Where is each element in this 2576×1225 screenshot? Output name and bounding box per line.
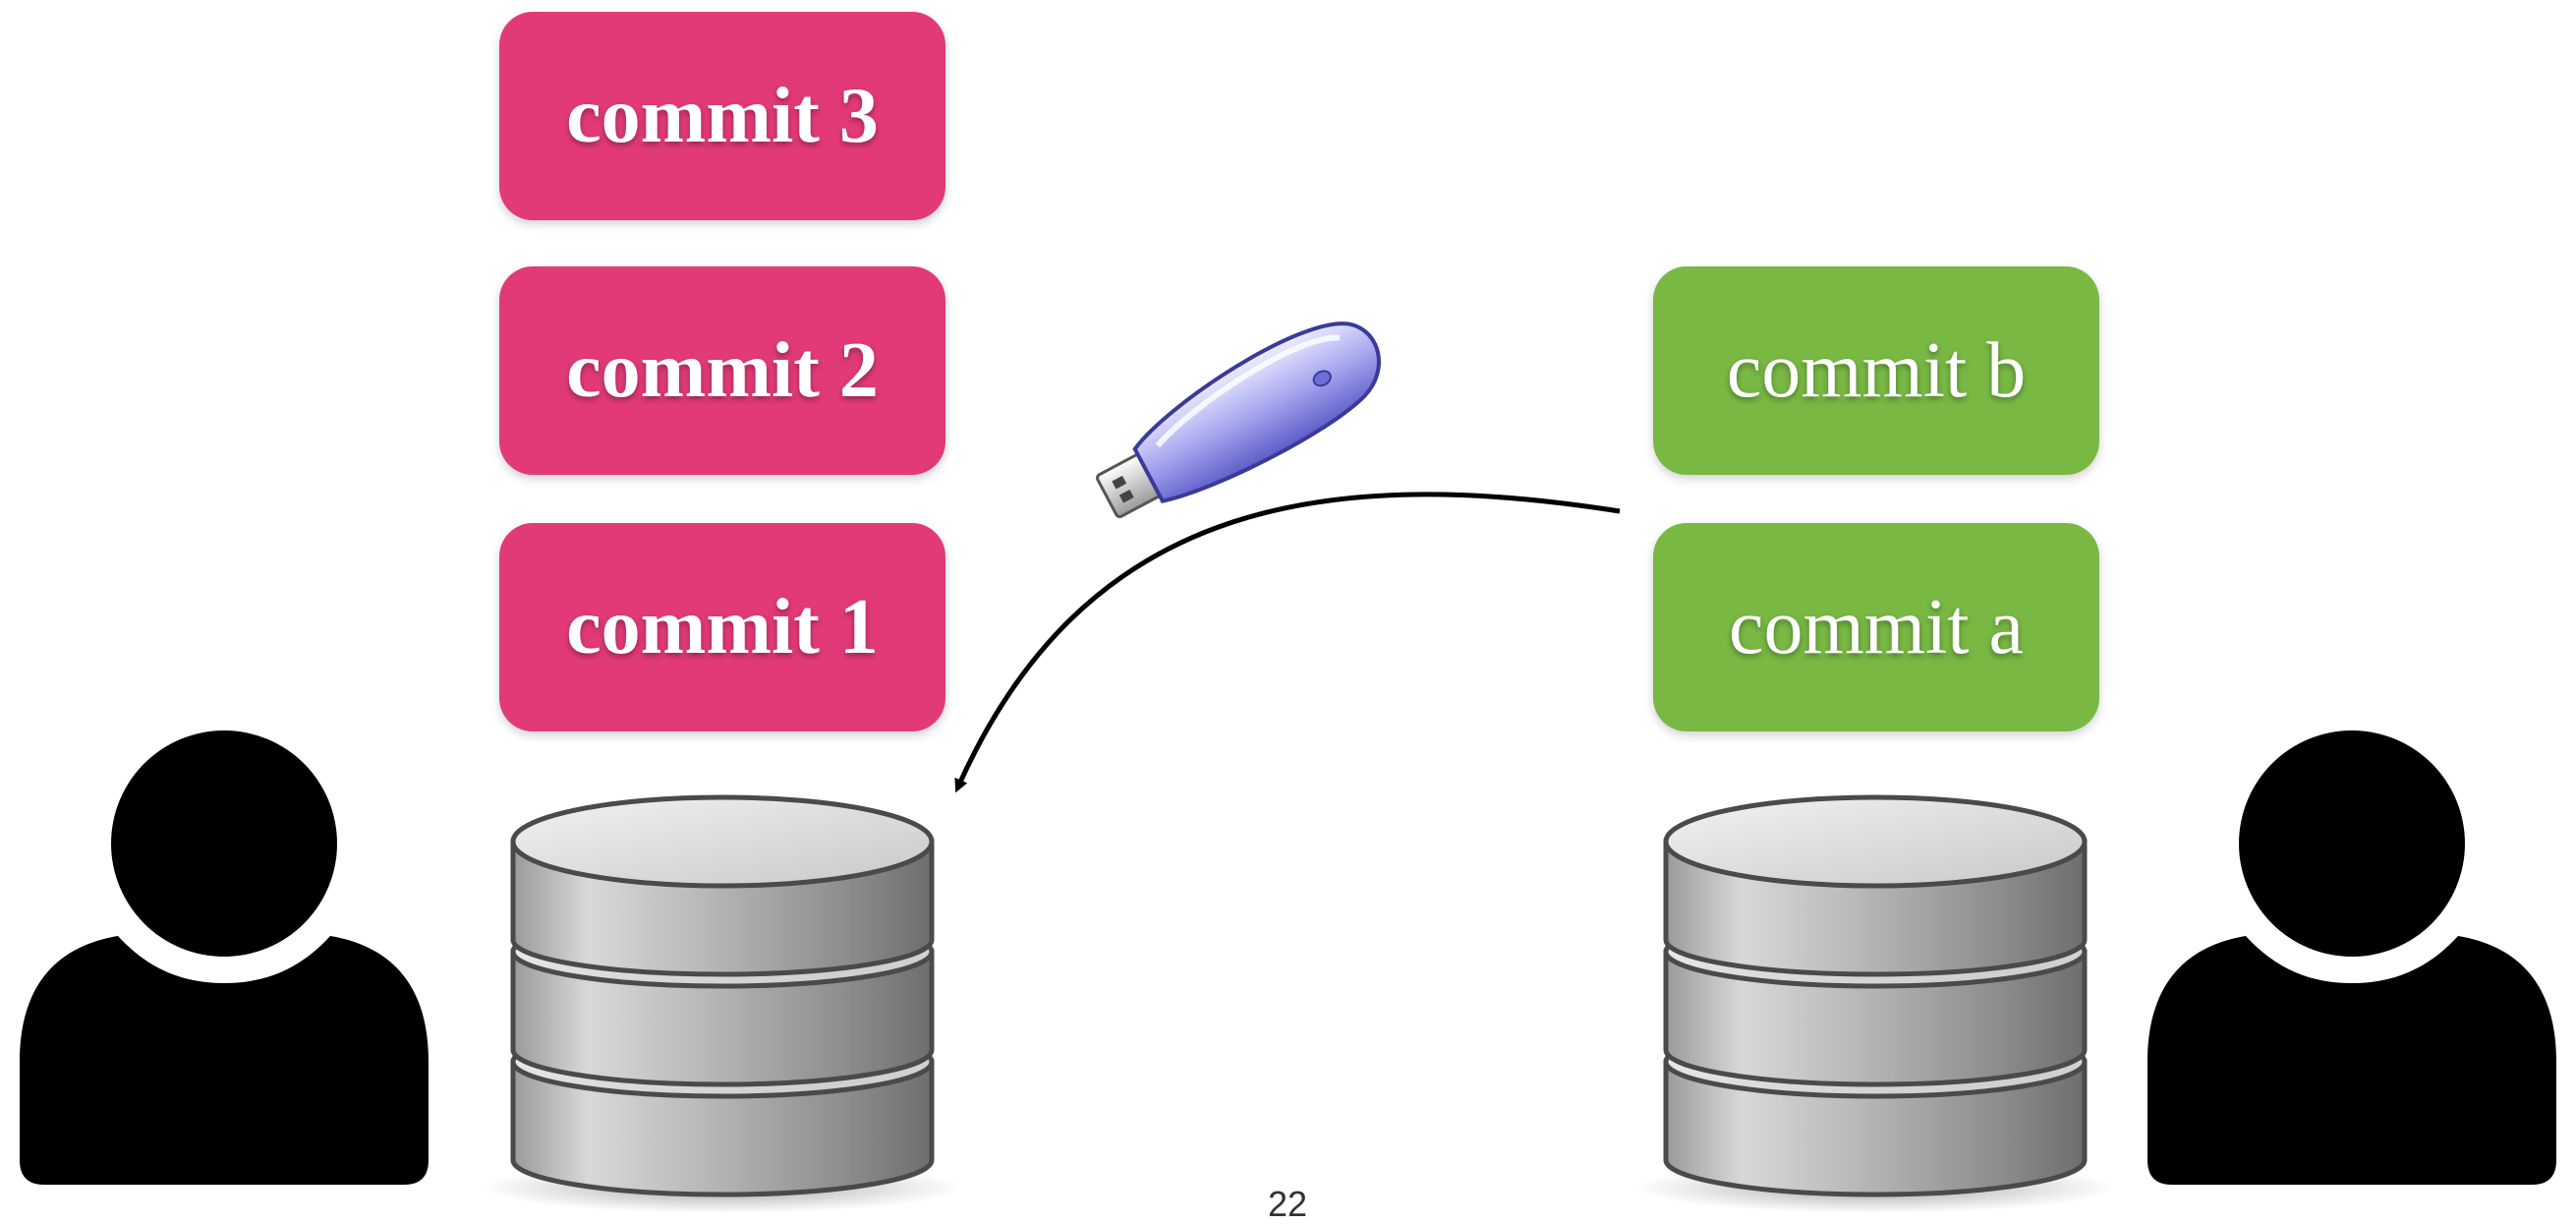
slide-number: 22 bbox=[1267, 1184, 1308, 1224]
left-user-icon bbox=[20, 730, 429, 1185]
right-database-icon bbox=[1634, 794, 2116, 1213]
usb-drive-icon bbox=[1096, 321, 1381, 519]
commit-1-block: commit 1 bbox=[499, 523, 945, 731]
transfer-arrow bbox=[954, 492, 1621, 793]
commit-b-block: commit b bbox=[1653, 266, 2099, 475]
commit-a-block: commit a bbox=[1653, 523, 2099, 731]
right-user-icon bbox=[2147, 730, 2556, 1185]
commit-2-block: commit 2 bbox=[499, 266, 945, 475]
commit-3-block: commit 3 bbox=[499, 12, 945, 220]
left-database-icon bbox=[482, 794, 963, 1213]
